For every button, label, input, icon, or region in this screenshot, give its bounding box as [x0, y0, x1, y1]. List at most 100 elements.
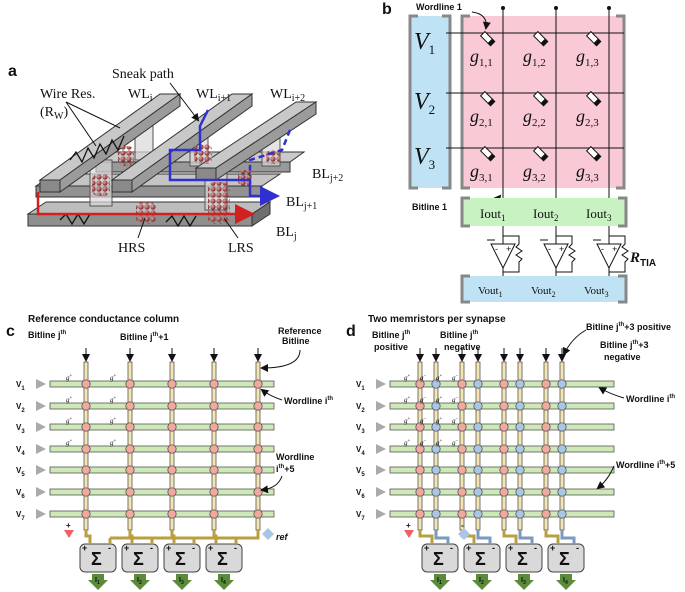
- input-arrow-3: [376, 422, 386, 432]
- output-arrow-1: [88, 574, 108, 590]
- neg-memristor-node: [431, 487, 441, 497]
- sum-minus: -: [234, 543, 237, 553]
- filament-cluster: [118, 146, 134, 166]
- conductance-label-1-2: g1,2: [523, 46, 546, 69]
- crossbar-grid-d: V1V2V3V4V5V6V7Σ+-I1Σ+-I2Σ+-I3Σ+-I4g+g−g+…: [356, 329, 625, 590]
- pos-memristor-node: [253, 509, 263, 519]
- pos-memristor-node: [499, 509, 509, 519]
- wordline-wl-i: [38, 93, 182, 193]
- row-label-v1: V1: [16, 380, 25, 392]
- vout-label-1: Vout1: [478, 285, 503, 299]
- pos-memristor-node: [253, 465, 263, 475]
- neg-memristor-node: [473, 379, 483, 389]
- pos-memristor-node: [541, 465, 551, 475]
- pos-memristor-node: [167, 379, 177, 389]
- pos-memristor-node: [457, 422, 467, 432]
- output-arrow-2: [130, 574, 150, 590]
- neg-memristor-node: [557, 401, 567, 411]
- voltage-label-1: V1: [414, 29, 435, 57]
- bl-j-label: BLj: [276, 225, 297, 242]
- pos-memristor-node: [253, 444, 263, 454]
- neg-memristor-node: [557, 509, 567, 519]
- panel-d-letter: d: [346, 323, 356, 340]
- pos-memristor-node: [209, 487, 219, 497]
- wire-resistor-zigzag: [69, 135, 125, 164]
- pos-memristor-node: [457, 401, 467, 411]
- d-g-label: g+: [436, 417, 443, 425]
- neg-memristor-node: [557, 444, 567, 454]
- neg-memristor-node: [557, 487, 567, 497]
- input-arrow-4: [376, 444, 386, 454]
- tia-minus: -: [495, 244, 498, 254]
- output-label-i1: I1: [95, 577, 100, 586]
- row-label-v2: V2: [356, 402, 365, 414]
- summing-unit-1: [421, 543, 459, 573]
- neg-memristor-node: [473, 422, 483, 432]
- pos-memristor-node: [125, 465, 135, 475]
- input-arrow-4: [36, 444, 46, 454]
- iout-label-3: Iout3: [586, 206, 612, 223]
- pos-memristor-node: [415, 444, 425, 454]
- pos-memristor-node: [415, 401, 425, 411]
- pos-memristor-node: [209, 465, 219, 475]
- sum-symbol: Σ: [517, 549, 528, 569]
- panel-d-title: Two memristors per synapse: [368, 314, 506, 325]
- pointer-line: [223, 217, 239, 239]
- d-bitline-neg-label-2: negative: [444, 342, 481, 352]
- d-negative-connector: [434, 530, 450, 544]
- c-positive-connector: [84, 530, 92, 544]
- neg-memristor-node: [515, 401, 525, 411]
- pointer-line: [65, 101, 121, 129]
- conductance-label-2-1: g2,1: [470, 106, 493, 129]
- tia-plus: +: [612, 244, 617, 254]
- pos-memristor-node: [499, 422, 509, 432]
- pos-memristor-node: [209, 401, 219, 411]
- row-label-v4: V4: [356, 445, 365, 457]
- pos-memristor-node: [415, 465, 425, 475]
- wire-res-label: Wire Res.: [40, 87, 95, 102]
- sum-plus: +: [508, 543, 513, 553]
- conductance-label-3-1: g3,1: [470, 161, 493, 184]
- neg-memristor-node: [515, 465, 525, 475]
- c-ref-label: ref: [276, 532, 289, 542]
- conductance-label-2-2: g2,2: [523, 106, 546, 129]
- output-arrow-3: [514, 574, 534, 590]
- row-label-v7: V7: [16, 510, 25, 522]
- neg-memristor-node: [515, 422, 525, 432]
- d-bitline-pos-label-2: positive: [374, 342, 408, 352]
- pos-memristor-node: [125, 422, 135, 432]
- output-arrow-4: [556, 574, 576, 590]
- c-reference-label-2: Bitline: [282, 336, 310, 346]
- sum-minus: -: [108, 543, 111, 553]
- wl-i1-label: WLi+1: [196, 87, 231, 104]
- voltage-label-2: V2: [414, 89, 435, 117]
- crossbar-grid-c: V1V2V3V4V5V6V7Σ+-I1Σ+-I2Σ+-I3Σ+-I4g+g+g+…: [16, 348, 301, 590]
- bl-j1-label: BLj+1: [286, 195, 317, 212]
- pos-memristor-node: [541, 444, 551, 454]
- sum-symbol: Σ: [559, 549, 570, 569]
- lrs-cluster: [208, 182, 230, 224]
- d-bitline3-neg-label-1: Bitline jth+3: [600, 340, 648, 350]
- neg-memristor-node: [431, 444, 441, 454]
- pos-memristor-node: [125, 509, 135, 519]
- vout-label-2: Vout2: [531, 285, 556, 299]
- pos-memristor-node: [209, 509, 219, 519]
- row-label-v1: V1: [356, 380, 365, 392]
- d-plus-current-marker: [404, 530, 414, 538]
- pos-memristor-node: [209, 444, 219, 454]
- pos-memristor-node: [81, 444, 91, 454]
- neg-memristor-node: [515, 487, 525, 497]
- c-wordline-i5-pointer: [260, 475, 283, 494]
- iout-box: [462, 198, 626, 226]
- filament-cluster: [238, 170, 252, 186]
- sum-plus: +: [466, 543, 471, 553]
- d-minus-marker-label: -: [461, 521, 464, 530]
- row-label-v3: V3: [16, 423, 25, 435]
- hrs-label: HRS: [118, 241, 145, 256]
- tia-triangle-2: [543, 243, 569, 270]
- pos-memristor-node: [167, 401, 177, 411]
- d-wordline-i-pointer: [598, 386, 625, 399]
